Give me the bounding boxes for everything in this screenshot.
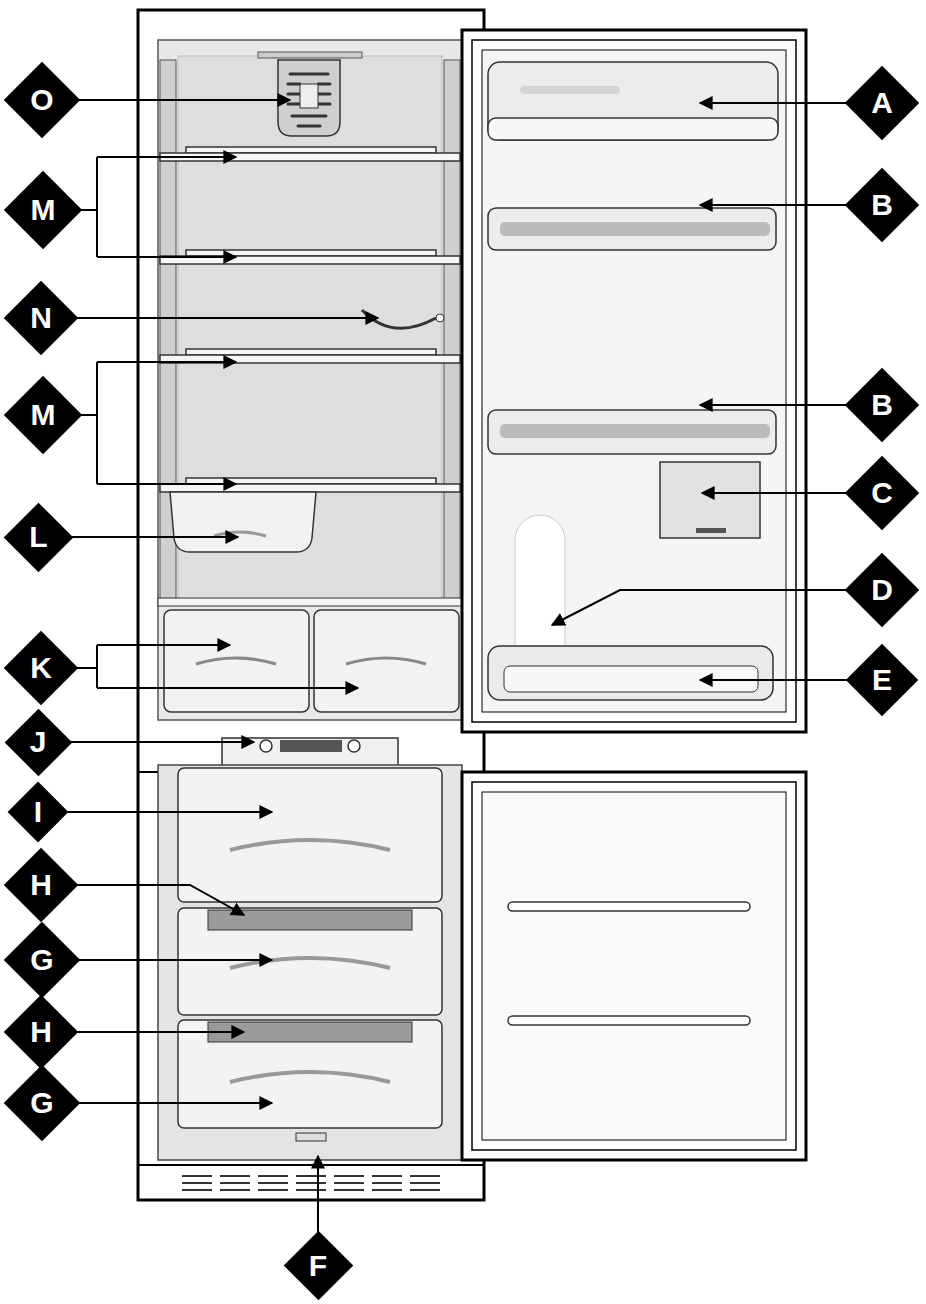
callout-letter: G xyxy=(30,945,53,975)
callout-diamond: M xyxy=(3,170,83,250)
callout-diamond: O xyxy=(3,61,81,139)
callout-letter: H xyxy=(30,870,52,900)
callout-text-holder: I xyxy=(7,781,69,843)
callout-letter: O xyxy=(30,85,53,115)
callout-letter: M xyxy=(31,195,56,225)
callout-letter: N xyxy=(30,303,52,333)
callout-diamond: N xyxy=(3,280,79,356)
callout-letter: B xyxy=(871,390,893,420)
callout-diamond: B xyxy=(844,167,920,243)
callout-diamond: L xyxy=(3,502,74,573)
callout-text-holder: H xyxy=(3,847,79,923)
callout-diamond: C xyxy=(844,455,920,531)
callout-letter: A xyxy=(871,88,893,118)
callout-text-holder: O xyxy=(3,61,81,139)
callout-diamond: G xyxy=(3,1064,81,1142)
callout-diamond: G xyxy=(3,921,81,999)
callout-letter: C xyxy=(871,478,893,508)
callout-text-holder: J xyxy=(4,708,73,777)
callout-text-holder: M xyxy=(3,375,83,455)
callout-text-holder: H xyxy=(3,994,79,1070)
callout-letter: I xyxy=(34,797,42,827)
callout-letter: H xyxy=(30,1017,52,1047)
callout-diamond: I xyxy=(7,781,69,843)
callout-diamond: B xyxy=(844,367,920,443)
callout-letter: J xyxy=(30,727,47,757)
callout-diamond: K xyxy=(3,630,79,706)
callout-diamond: J xyxy=(4,708,73,777)
callout-text-holder: A xyxy=(844,65,920,141)
callout-diamond: M xyxy=(3,375,83,455)
callout-text-holder: C xyxy=(844,455,920,531)
callout-text-holder: F xyxy=(283,1230,354,1301)
callout-diamond: E xyxy=(845,643,919,717)
callout-text-holder: M xyxy=(3,170,83,250)
callout-text-holder: B xyxy=(844,367,920,443)
callout-text-holder: G xyxy=(3,1064,81,1142)
callout-letter: B xyxy=(871,190,893,220)
callout-diamond: H xyxy=(3,847,79,923)
callout-letter: K xyxy=(30,653,52,683)
callout-diamond: D xyxy=(844,552,920,628)
callout-diamond: A xyxy=(844,65,920,141)
callout-text-holder: L xyxy=(3,502,74,573)
callout-text-holder: D xyxy=(844,552,920,628)
callout-text-holder: G xyxy=(3,921,81,999)
callout-text-holder: E xyxy=(845,643,919,717)
callout-letter: G xyxy=(30,1088,53,1118)
callout-text-holder: K xyxy=(3,630,79,706)
callout-text-holder: N xyxy=(3,280,79,356)
callout-letter: M xyxy=(31,400,56,430)
callout-diamond: F xyxy=(283,1230,354,1301)
callout-letter: E xyxy=(872,665,892,695)
callout-text-holder: B xyxy=(844,167,920,243)
callout-letter: F xyxy=(309,1251,327,1281)
callout-letter: D xyxy=(871,575,893,605)
callout-letter: L xyxy=(29,522,47,552)
callout-diamond: H xyxy=(3,994,79,1070)
